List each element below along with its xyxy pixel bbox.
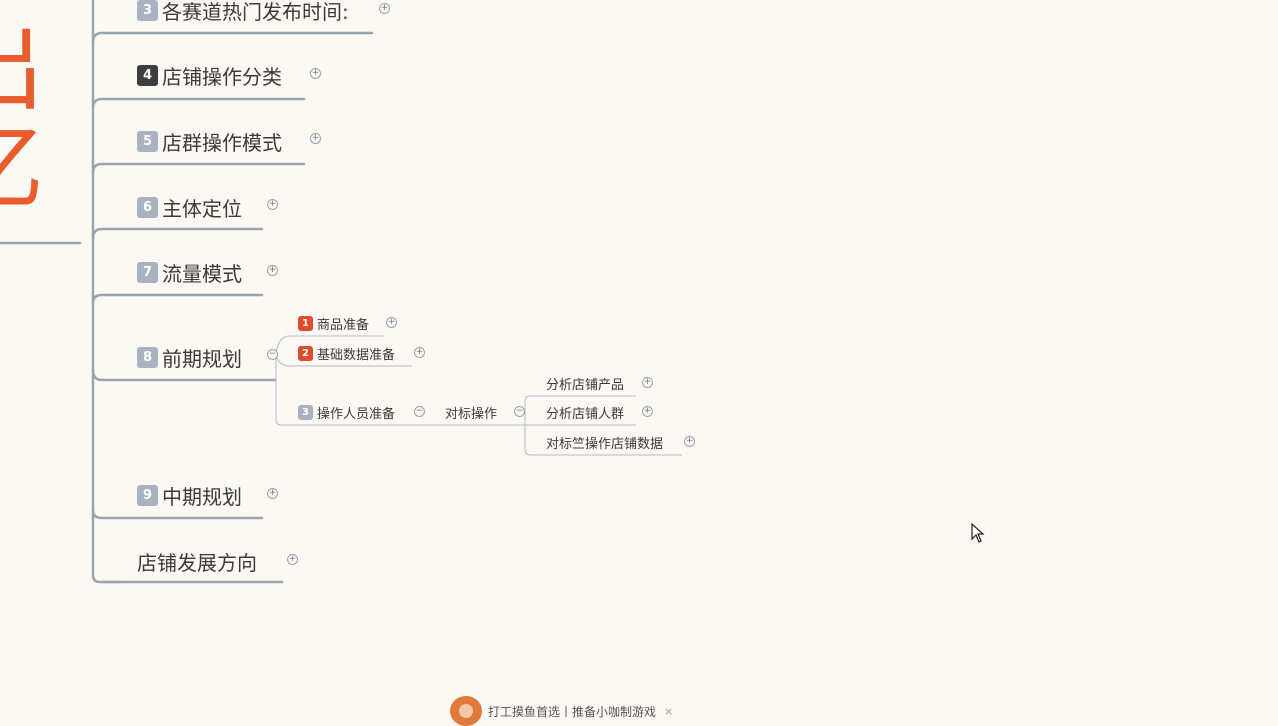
mouse-cursor-icon — [971, 523, 985, 543]
collapse-toggle-icon[interactable]: − — [267, 349, 278, 360]
subtopic-label: 分析店铺人群 — [546, 407, 625, 422]
subtopic-label: 商品准备 — [317, 318, 370, 333]
priority-badge: 2 — [298, 346, 313, 361]
subtopic-label: 分析店铺产品 — [546, 378, 625, 393]
subtopic-analyze-store-products[interactable]: 分析店铺产品 — [546, 374, 624, 393]
topic-number-badge: 3 — [137, 0, 158, 21]
expand-toggle-icon[interactable]: + — [310, 68, 321, 79]
branch-line-6 — [91, 227, 264, 240]
expand-toggle-icon[interactable]: + — [642, 406, 653, 417]
priority-badge: 3 — [298, 405, 313, 420]
expand-toggle-icon[interactable]: + — [642, 377, 653, 388]
subtopic-basic-data-preparation[interactable]: 2 基础数据准备 — [298, 344, 395, 363]
topic-label: 主体定位 — [162, 197, 242, 221]
sub-connector — [275, 354, 525, 426]
subtopic-label: 对标操作 — [445, 407, 498, 422]
branch-line-5 — [91, 162, 306, 174]
topic-number-badge: 9 — [137, 485, 158, 506]
topic-label: 中期规划 — [162, 485, 242, 509]
topic-store-operation-category[interactable]: 4 店铺操作分类 — [137, 61, 282, 90]
expand-toggle-icon[interactable]: + — [379, 3, 390, 14]
expand-toggle-icon[interactable]: + — [267, 488, 278, 499]
root-topic-char-1: 出 — [0, 20, 44, 116]
topic-number-badge: 7 — [137, 262, 158, 283]
collapse-toggle-icon[interactable]: − — [414, 406, 425, 417]
expand-toggle-icon[interactable]: + — [310, 133, 321, 144]
topic-traffic-mode[interactable]: 7 流量模式 — [137, 258, 242, 287]
game-mascot-icon — [450, 696, 482, 726]
topic-label: 店铺发展方向 — [137, 551, 257, 575]
branch-line-3 — [91, 31, 374, 44]
topic-label: 店铺操作分类 — [162, 65, 282, 89]
subtopic-benchmark-store-data[interactable]: 对标竺操作店铺数据 — [546, 433, 663, 452]
subtopic-analyze-store-audience[interactable]: 分析店铺人群 — [546, 403, 624, 422]
topic-mid-planning[interactable]: 9 中期规划 — [137, 481, 242, 510]
close-icon[interactable]: × — [664, 704, 674, 718]
ad-banner-text[interactable]: 打工摸鱼首选丨推备小咖制游戏 — [488, 704, 657, 719]
subtopic-label: 基础数据准备 — [317, 348, 396, 363]
ad-banner[interactable]: 打工摸鱼首选丨推备小咖制游戏 × — [450, 696, 673, 726]
expand-toggle-icon[interactable]: + — [267, 265, 278, 276]
topic-store-group-mode[interactable]: 5 店群操作模式 — [137, 127, 282, 156]
subtopic-product-preparation[interactable]: 1 商品准备 — [298, 314, 369, 333]
topic-number-badge: 4 — [137, 65, 158, 86]
branch-line-8 — [91, 368, 277, 382]
topic-hot-publish-time[interactable]: 3 各赛道热门发布时间: — [137, 0, 349, 25]
priority-badge: 1 — [298, 316, 313, 331]
sub-connector — [524, 425, 682, 456]
collapse-toggle-icon[interactable]: − — [514, 406, 525, 417]
topic-number-badge: 5 — [137, 131, 158, 152]
topic-label: 店群操作模式 — [162, 131, 282, 155]
topic-store-development-direction[interactable]: 店铺发展方向 — [137, 547, 257, 576]
root-topic-char-2: 亿 — [0, 120, 44, 216]
sub-connector — [524, 395, 636, 425]
topic-label: 流量模式 — [162, 262, 242, 286]
expand-toggle-icon[interactable]: + — [287, 554, 298, 565]
topic-number-badge: 6 — [137, 197, 158, 218]
topic-entity-positioning[interactable]: 6 主体定位 — [137, 193, 242, 222]
subtopic-benchmark-operation[interactable]: 对标操作 — [445, 403, 497, 422]
subtopic-label: 对标竺操作店铺数据 — [546, 437, 664, 452]
expand-toggle-icon[interactable]: + — [386, 317, 397, 328]
expand-toggle-icon[interactable]: + — [684, 436, 695, 447]
topic-number-badge: 8 — [137, 347, 158, 368]
branch-line-4 — [91, 97, 306, 110]
topic-label: 前期规划 — [162, 347, 242, 371]
branch-line-9 — [91, 508, 264, 520]
subtopic-operator-preparation[interactable]: 3 操作人员准备 — [298, 403, 395, 422]
expand-toggle-icon[interactable]: + — [267, 199, 278, 210]
subtopic-label: 操作人员准备 — [317, 407, 396, 422]
topic-label: 各赛道热门发布时间: — [162, 0, 349, 24]
branch-line-7 — [91, 293, 264, 305]
topic-early-planning[interactable]: 8 前期规划 — [137, 343, 242, 372]
expand-toggle-icon[interactable]: + — [414, 347, 425, 358]
trunk-line — [91, 0, 122, 584]
